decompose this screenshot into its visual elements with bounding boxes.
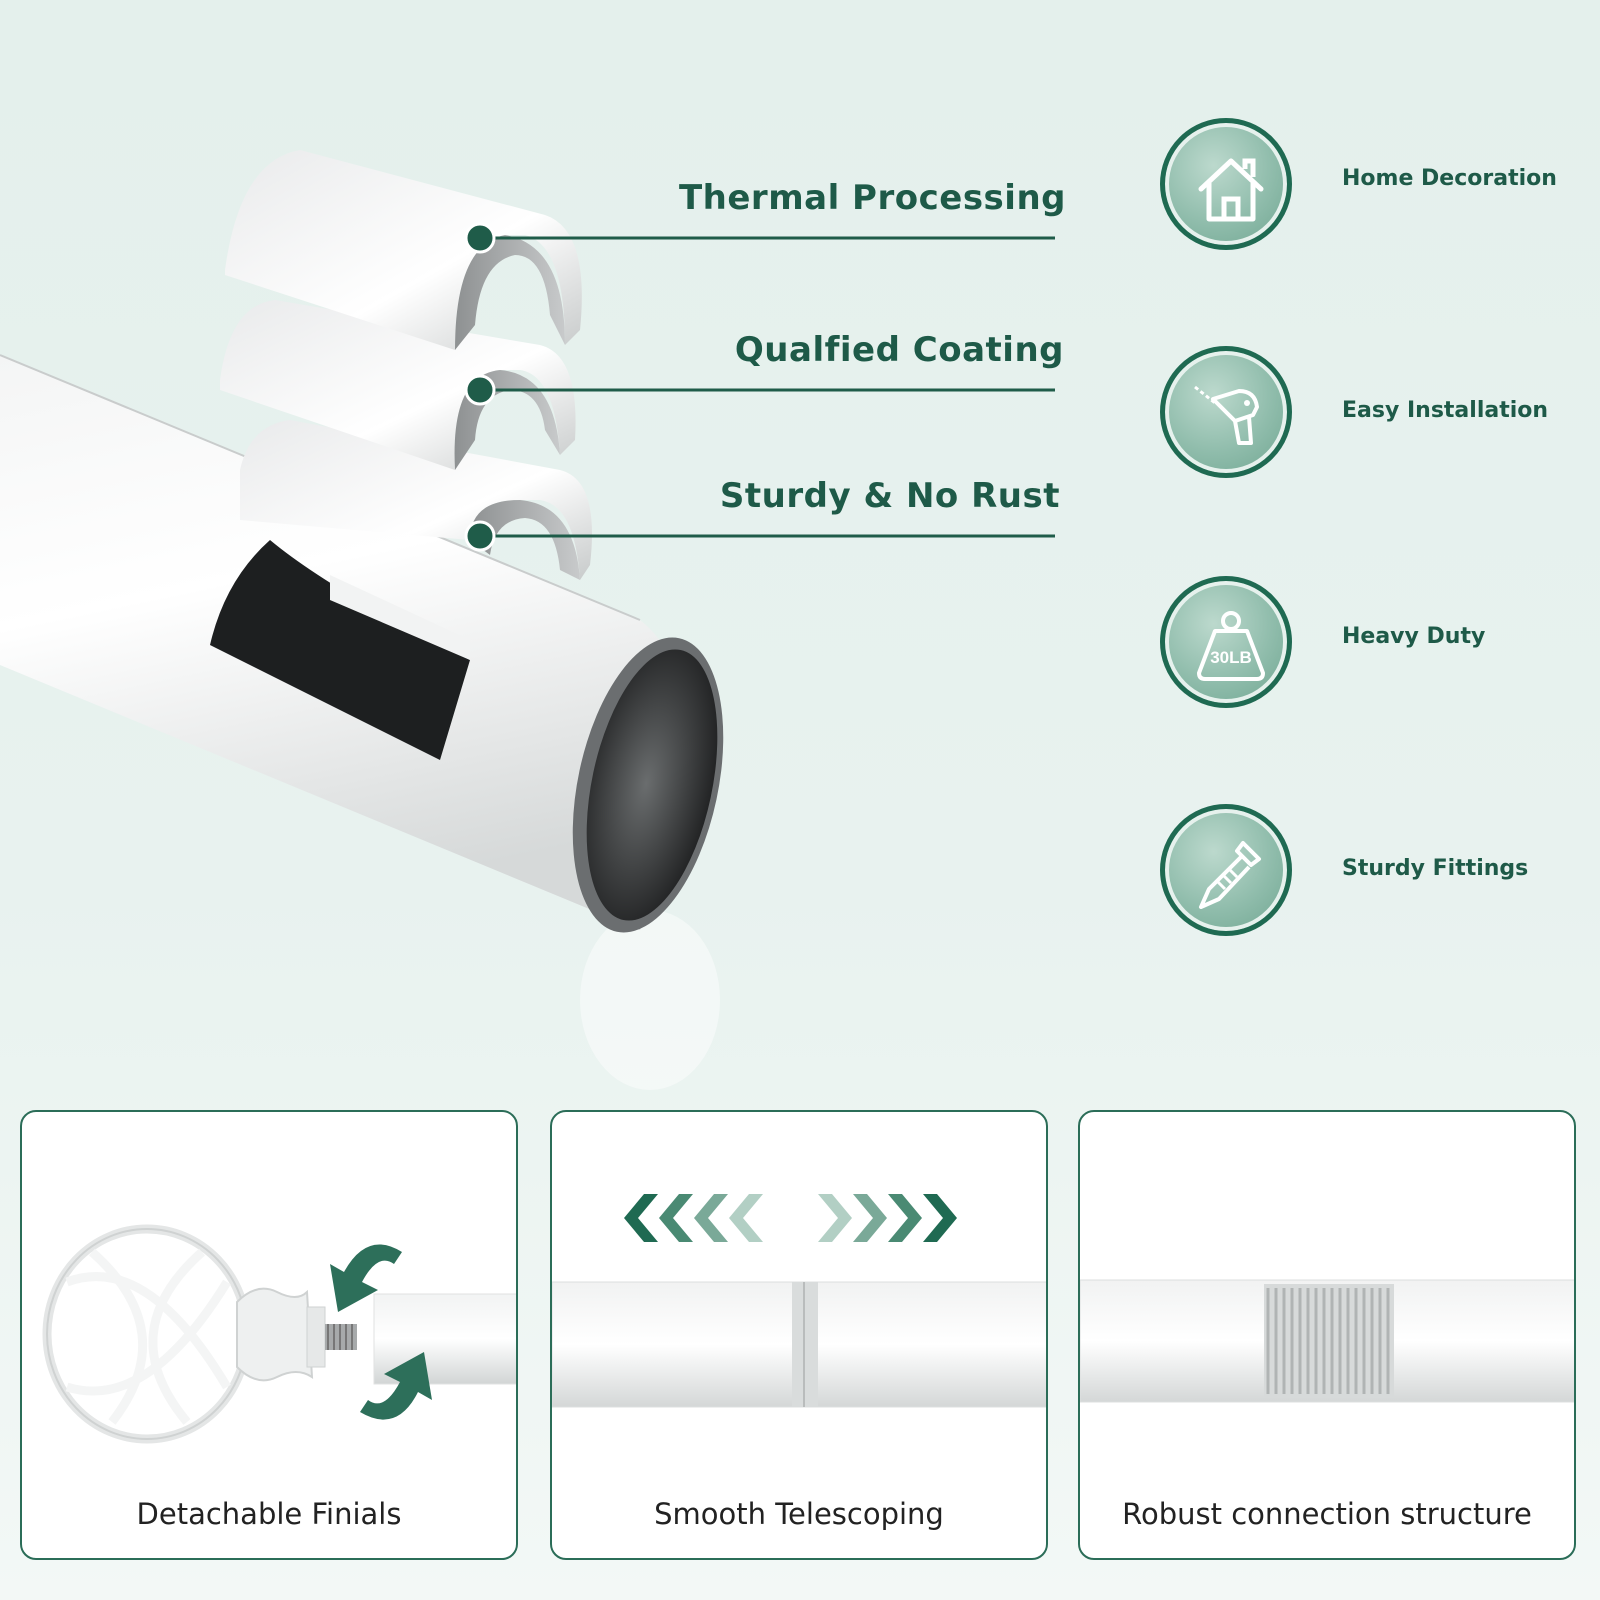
screw-icon <box>1199 841 1261 909</box>
callout-lines <box>464 222 1055 552</box>
weight-icon: 30LB <box>1197 611 1265 681</box>
feature-home-decoration: Home Decoration <box>1160 118 1580 258</box>
callout-thermal-processing: Thermal Processing <box>678 178 1066 218</box>
callout-sturdy-no-rust: Sturdy & No Rust <box>719 476 1060 516</box>
thread-icon <box>1264 1284 1394 1398</box>
pipe-cutaway-illustration <box>0 150 1055 933</box>
shell-layer-1 <box>225 150 582 350</box>
feature-heavy-duty: 30LB Heavy Duty <box>1160 576 1580 716</box>
arrows-left-icon <box>624 1194 763 1242</box>
weight-badge: 30LB <box>1210 648 1252 667</box>
feature-circle <box>1160 346 1292 478</box>
house-icon <box>1198 158 1264 222</box>
feature-label: Home Decoration <box>1342 166 1557 191</box>
feature-circle <box>1160 118 1292 250</box>
feature-label: Sturdy Fittings <box>1342 856 1529 881</box>
feature-sturdy-fittings: Sturdy Fittings <box>1160 804 1580 944</box>
panel-robust-connection: Robust connection structure <box>1078 1110 1576 1560</box>
feature-label: Easy Installation <box>1342 398 1549 423</box>
panel-caption: Detachable Finials <box>136 1497 402 1531</box>
feature-label: Heavy Duty <box>1342 624 1486 649</box>
panel-caption: Robust connection structure <box>1122 1497 1532 1531</box>
panel-smooth-telescoping: Smooth Telescoping <box>550 1110 1048 1560</box>
rotate-arrows-icon <box>330 1244 432 1420</box>
arrows-right-icon <box>818 1194 957 1242</box>
finial-cage <box>42 1224 252 1444</box>
feature-circle <box>1160 804 1292 936</box>
panel-caption: Smooth Telescoping <box>654 1497 944 1531</box>
finial-illustration <box>42 1224 516 1444</box>
panel-detachable-finials: Detachable Finials <box>20 1110 518 1560</box>
callout-qualified-coating: Qualfied Coating <box>734 330 1064 370</box>
feature-easy-installation: Easy Installation <box>1160 346 1580 486</box>
drill-icon <box>1194 385 1259 445</box>
connection-illustration <box>1080 1254 1574 1430</box>
feature-circle: 30LB <box>1160 576 1292 708</box>
telescoping-illustration <box>552 1194 1046 1408</box>
shell-layer-3 <box>240 420 592 580</box>
